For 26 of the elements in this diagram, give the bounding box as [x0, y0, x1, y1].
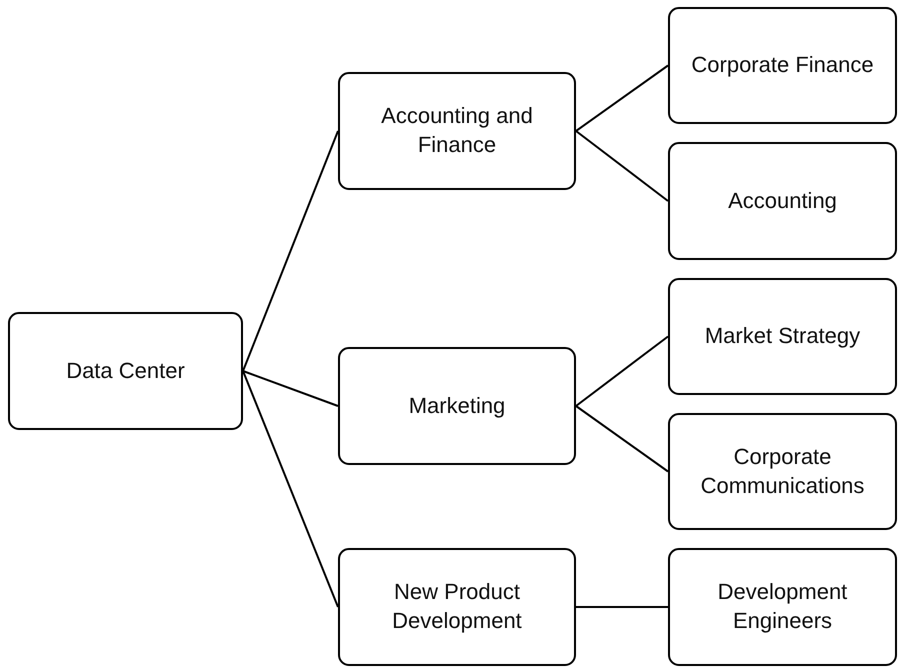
org-box [668, 413, 897, 530]
org-box [338, 347, 576, 465]
connector-line [575, 64, 669, 132]
org-box [668, 142, 897, 260]
unit-name: Accounting and Finance [380, 102, 534, 159]
connector-line [242, 370, 338, 407]
unit-name: Development Engineers [716, 578, 848, 635]
connector-line [575, 130, 669, 202]
unit-name: Corporate Communications [700, 442, 866, 500]
unit-name: Corporate Finance [691, 51, 874, 80]
connector-line [576, 606, 668, 608]
connector-line [242, 370, 339, 608]
connector-line [575, 336, 669, 407]
org-box [668, 548, 897, 666]
connector-line [575, 405, 669, 472]
unit-name: Accounting [728, 186, 837, 215]
connector-line [242, 130, 339, 372]
unit-name: New Product Development [391, 578, 523, 635]
org-box [668, 278, 897, 395]
org-box [668, 7, 897, 124]
org-box [8, 312, 243, 430]
org-box [338, 72, 576, 190]
org-box [338, 548, 576, 666]
unit-name: Marketing [408, 392, 506, 420]
unit-name: Market Strategy [704, 322, 860, 350]
unit-name: Data Center [66, 356, 185, 385]
